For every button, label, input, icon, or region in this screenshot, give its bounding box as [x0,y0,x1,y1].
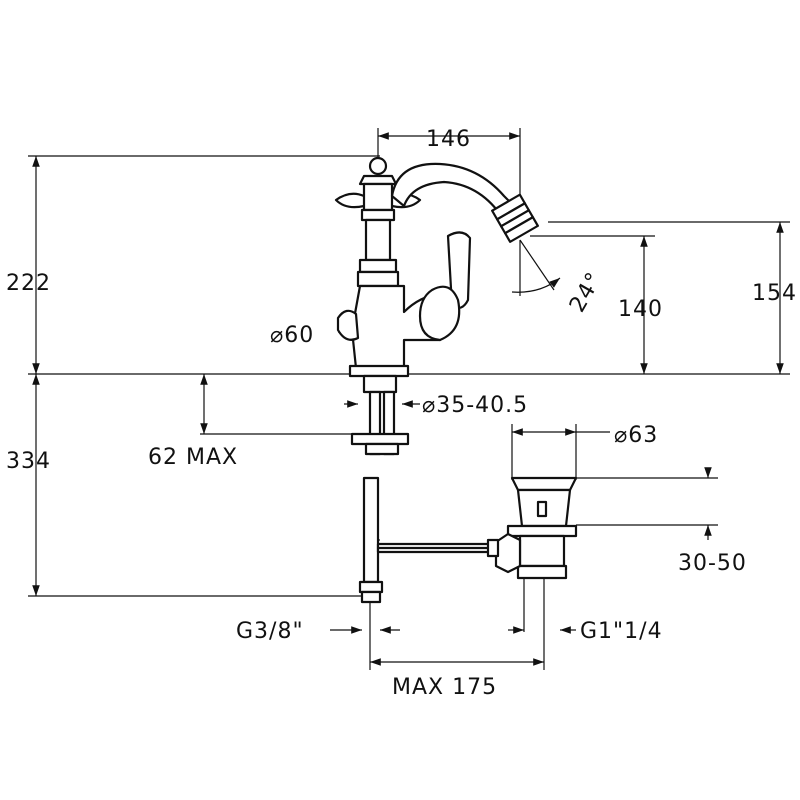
dim-height-lower: 334 [6,449,51,474]
dim-angle: 24° [565,268,608,317]
dim-height-spout-inner: 140 [618,297,663,322]
pull-rod-assembly [358,476,498,604]
dimension-labels: 146 222 154 140 24° ⌀60 ⌀35-40.5 62 MAX … [6,127,797,700]
dim-width-top: 146 [426,127,471,152]
dim-thread-waste: G1"1/4 [580,619,663,644]
dim-waste-diameter: ⌀63 [614,423,658,448]
dim-height-upper: 222 [6,271,51,296]
waste-drain [486,476,578,580]
dim-thread-supply: G3/8" [236,619,304,644]
faucet-body [334,156,539,378]
dim-base-diameter: ⌀60 [270,323,314,348]
dim-hole-diameter: ⌀35-40.5 [422,393,528,418]
reference-lines [28,128,790,670]
dim-thickness-max: 62 MAX [148,445,238,470]
dim-height-spout-outer: 154 [752,281,797,306]
faucet-shank [350,374,410,456]
dim-waste-range: 30-50 [678,551,747,576]
dimension-arrows [32,132,784,666]
dim-rod-length-max: MAX 175 [392,675,497,700]
